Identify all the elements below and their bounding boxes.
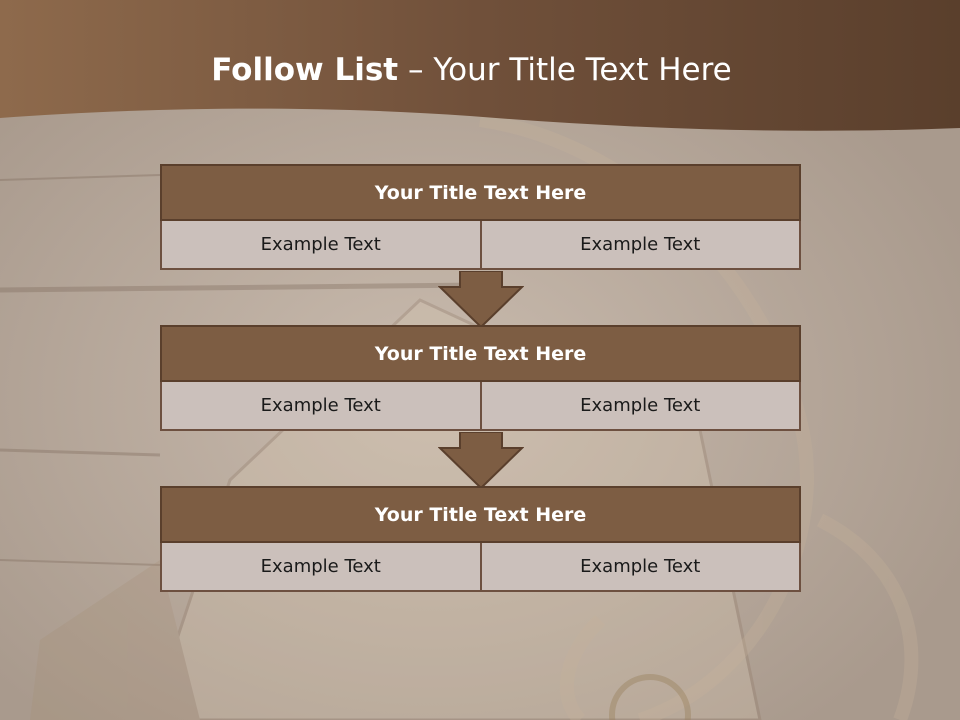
page-title: Follow List – Your Title Text Here	[0, 52, 943, 88]
block-1-right-text: Example Text	[480, 221, 801, 270]
block-2-right-text: Example Text	[480, 382, 801, 431]
block-2-title: Your Title Text Here	[160, 325, 801, 382]
block-3-left-text: Example Text	[160, 543, 481, 592]
title-main: Follow List	[211, 52, 399, 88]
down-arrow-icon	[438, 432, 524, 490]
block-1-row: Example Text Example Text	[160, 221, 801, 270]
block-1-left-text: Example Text	[160, 221, 481, 270]
block-2-left-text: Example Text	[160, 382, 481, 431]
list-block-1: Your Title Text Here Example Text Exampl…	[160, 164, 801, 270]
block-1-title: Your Title Text Here	[160, 164, 801, 221]
title-sub: Your Title Text Here	[433, 52, 732, 88]
block-3-right-text: Example Text	[480, 543, 801, 592]
list-block-3: Your Title Text Here Example Text Exampl…	[160, 486, 801, 592]
down-arrow-icon	[438, 271, 524, 329]
title-separator: –	[398, 52, 434, 88]
block-3-row: Example Text Example Text	[160, 543, 801, 592]
block-2-row: Example Text Example Text	[160, 382, 801, 431]
block-3-title: Your Title Text Here	[160, 486, 801, 543]
list-block-2: Your Title Text Here Example Text Exampl…	[160, 325, 801, 431]
